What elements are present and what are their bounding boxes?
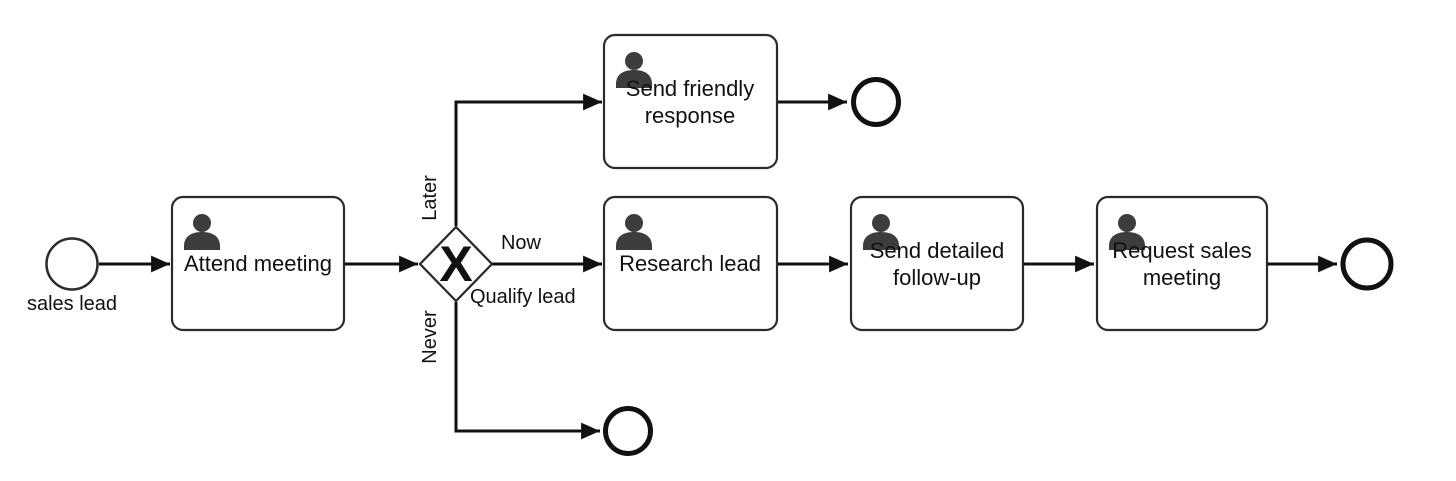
task-shape[interactable]	[170, 195, 346, 332]
task-label: response	[645, 103, 736, 128]
flow-label-never: Never	[419, 310, 441, 364]
task-attend-meeting[interactable]: Attend meeting	[170, 195, 346, 332]
start-event-circle[interactable]	[45, 237, 99, 291]
task-shape[interactable]	[602, 195, 779, 332]
task-label: Attend meeting	[184, 251, 332, 276]
task-shape[interactable]	[602, 33, 779, 170]
task-shape[interactable]	[849, 195, 1025, 332]
task-label: Send detailed	[870, 238, 1005, 263]
exclusive-gateway[interactable]: X Qualify lead	[418, 225, 576, 308]
task-label: Research lead	[619, 251, 761, 276]
end-event-later[interactable]	[851, 77, 901, 127]
flow-gateway-never	[454, 302, 600, 440]
gateway-label: Qualify lead	[470, 286, 576, 308]
start-event[interactable]: sales lead	[27, 237, 117, 316]
task-send-detailed-follow-up[interactable]: Send detailed follow-up	[849, 195, 1025, 332]
task-label: meeting	[1143, 265, 1221, 290]
task-shape[interactable]	[1095, 195, 1269, 332]
flow-label-now: Now	[501, 232, 542, 254]
task-request-sales-meeting[interactable]: Request sales meeting	[1095, 195, 1269, 332]
end-event-never[interactable]	[603, 406, 653, 456]
gateway-shape[interactable]	[418, 225, 494, 303]
task-label: follow-up	[893, 265, 981, 290]
end-event-now[interactable]	[1340, 237, 1394, 291]
task-send-friendly-response[interactable]: Send friendly response	[602, 33, 779, 170]
task-label: Request sales	[1112, 238, 1251, 263]
start-event-label: sales lead	[27, 293, 117, 315]
flow-label-later: Later	[419, 175, 441, 221]
task-research-lead[interactable]: Research lead	[602, 195, 779, 332]
xor-gateway-icon: X	[439, 236, 472, 292]
flow-gateway-later	[454, 93, 602, 226]
task-label: Send friendly	[626, 76, 754, 101]
